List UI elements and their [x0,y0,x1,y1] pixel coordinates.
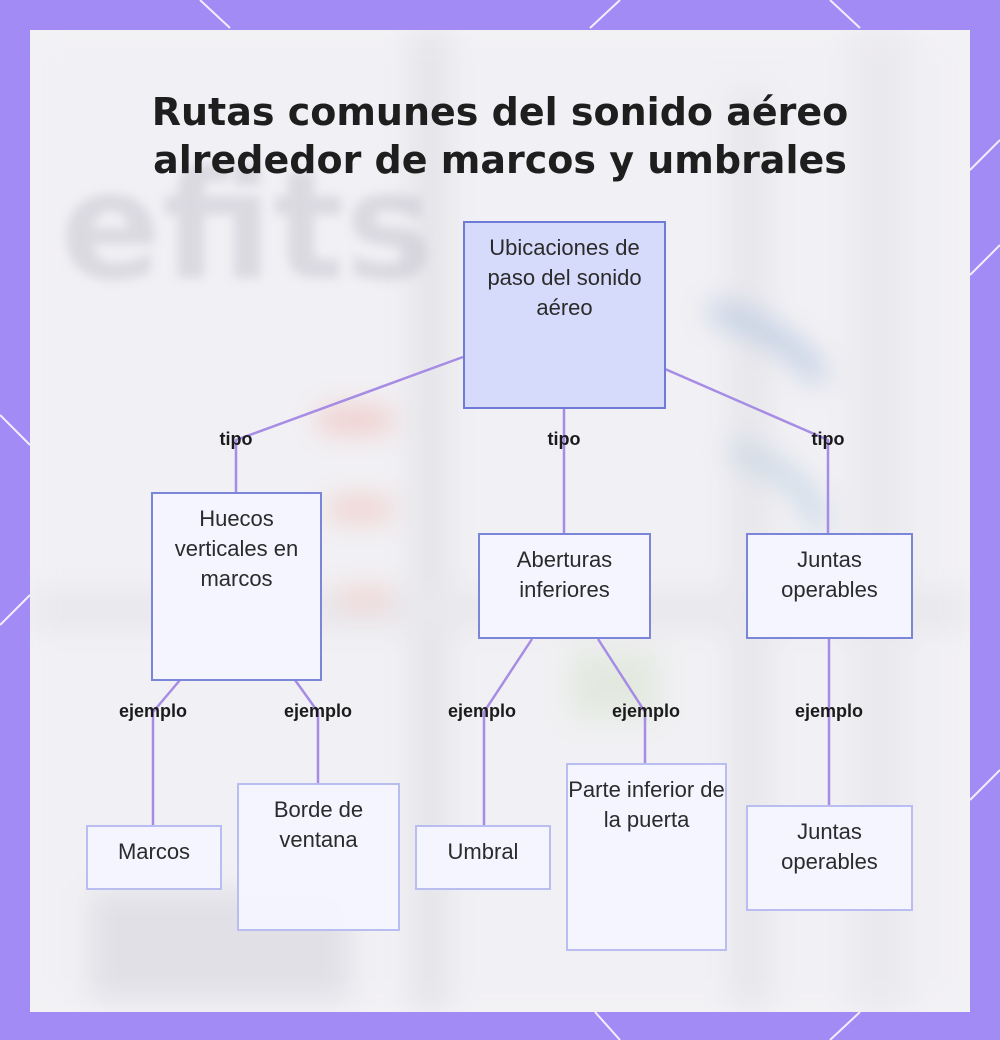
node-parte-inferior-puerta: Parte inferior de la puerta [566,763,727,951]
edge-label-tipo: tipo [219,429,253,449]
node-huecos-verticales: Huecos verticales en marcos [151,492,322,681]
edge-label-tipo: tipo [811,429,845,449]
edge-root-huecos [234,355,464,492]
diagram-title: Rutas comunes del sonido aéreo alrededor… [0,88,1000,184]
edge-root-juntas [664,367,830,533]
edge-huecos-marcos [151,679,181,825]
node-root: Ubicaciones de paso del sonido aéreo [463,221,666,409]
node-umbral: Umbral [415,825,551,890]
edge-label-ejemplo: ejemplo [447,701,517,721]
title-line-1: Rutas comunes del sonido aéreo [151,90,849,134]
node-juntas-operables: Juntas operables [746,533,913,639]
node-borde-de-ventana: Borde de ventana [237,783,400,931]
node-aberturas-inferiores: Aberturas inferiores [478,533,651,639]
edge-label-ejemplo: ejemplo [611,701,681,721]
node-juntas-operables-ejemplo: Juntas operables [746,805,913,911]
node-marcos: Marcos [86,825,222,890]
edge-huecos-borde [293,679,320,783]
edge-aberturas-umbral [482,638,534,825]
edge-label-tipo: tipo [547,429,581,449]
title-line-2: alrededor de marcos y umbrales [153,138,847,182]
edge-label-ejemplo: ejemplo [283,701,353,721]
edge-aberturas-parte [596,638,647,763]
background-watermark: efits [60,140,434,314]
edge-label-ejemplo: ejemplo [118,701,188,721]
edge-label-ejemplo: ejemplo [794,701,864,721]
